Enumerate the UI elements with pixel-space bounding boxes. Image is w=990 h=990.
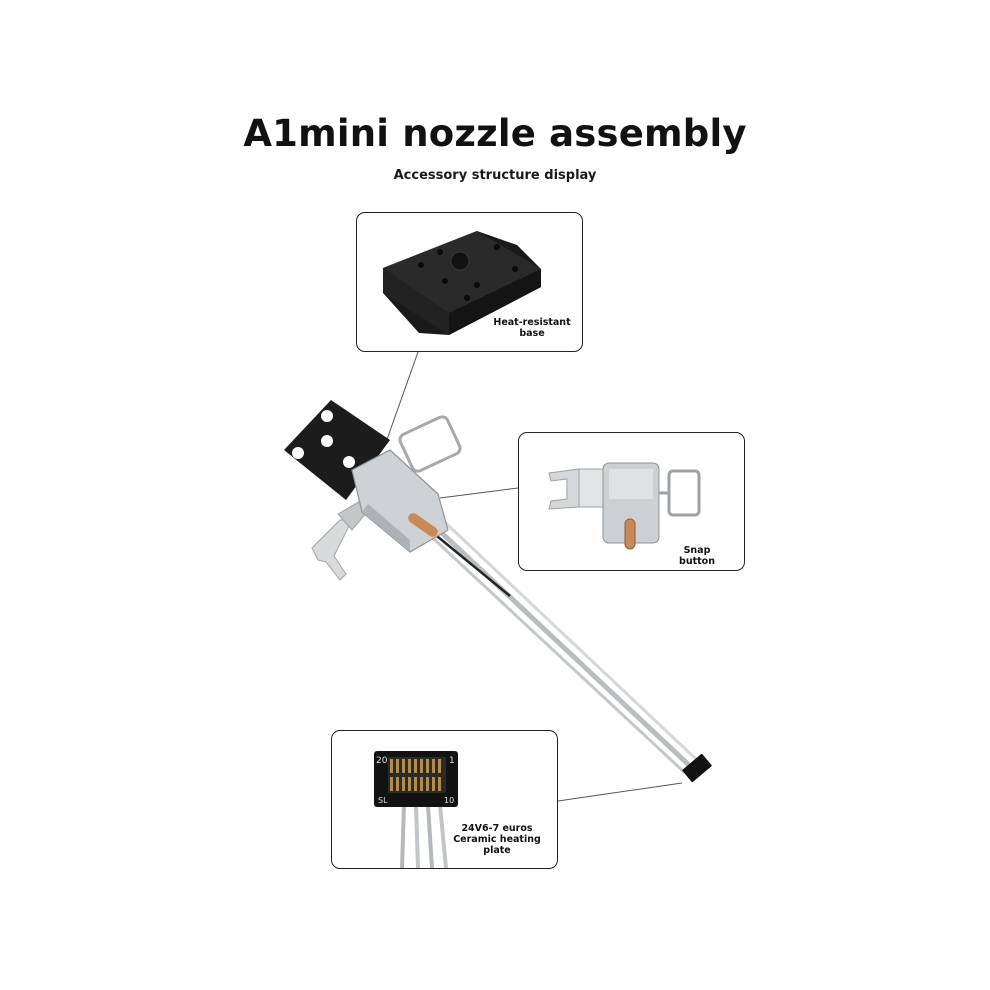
label-line: button xyxy=(679,556,715,567)
label-line: 24V6-7 euros xyxy=(461,823,533,834)
page-title: A1mini nozzle assembly xyxy=(243,112,747,155)
metal-housing xyxy=(351,415,462,553)
brand-mark: SL xyxy=(378,796,388,805)
callout-snap-button: Snap button xyxy=(518,432,745,571)
leader-line-plate xyxy=(557,782,683,802)
heater-wires xyxy=(419,510,699,774)
pin-label-1: 1 xyxy=(449,756,455,766)
snap-button-image xyxy=(548,462,701,550)
pin-label-20: 20 xyxy=(376,756,388,766)
leader-line-base xyxy=(384,351,419,446)
heat-resistant-base-image xyxy=(383,231,541,335)
label-heat-resistant-base: Heat-resistant base xyxy=(485,317,579,339)
page-subtitle: Accessory structure display xyxy=(393,168,597,183)
label-line: plate xyxy=(483,845,511,856)
pin-label-10: 10 xyxy=(444,796,454,805)
callout-heat-resistant-base: Heat-resistant base xyxy=(356,212,583,352)
callout-ceramic-heating-plate: 20 1 SL 10 24V6-7 euros Ceramic heating … xyxy=(331,730,558,869)
wire-end-connector xyxy=(682,753,712,783)
label-line: Ceramic heating xyxy=(453,834,541,845)
label-line: Snap xyxy=(683,545,711,556)
label-snap-button: Snap button xyxy=(669,545,725,567)
label-line: base xyxy=(519,328,545,339)
label-ceramic-heating-plate: 24V6-7 euros Ceramic heating plate xyxy=(446,823,548,856)
connector-image: 20 1 SL 10 xyxy=(374,751,458,868)
label-line: Heat-resistant xyxy=(493,317,571,328)
leader-line-snap xyxy=(439,487,519,499)
